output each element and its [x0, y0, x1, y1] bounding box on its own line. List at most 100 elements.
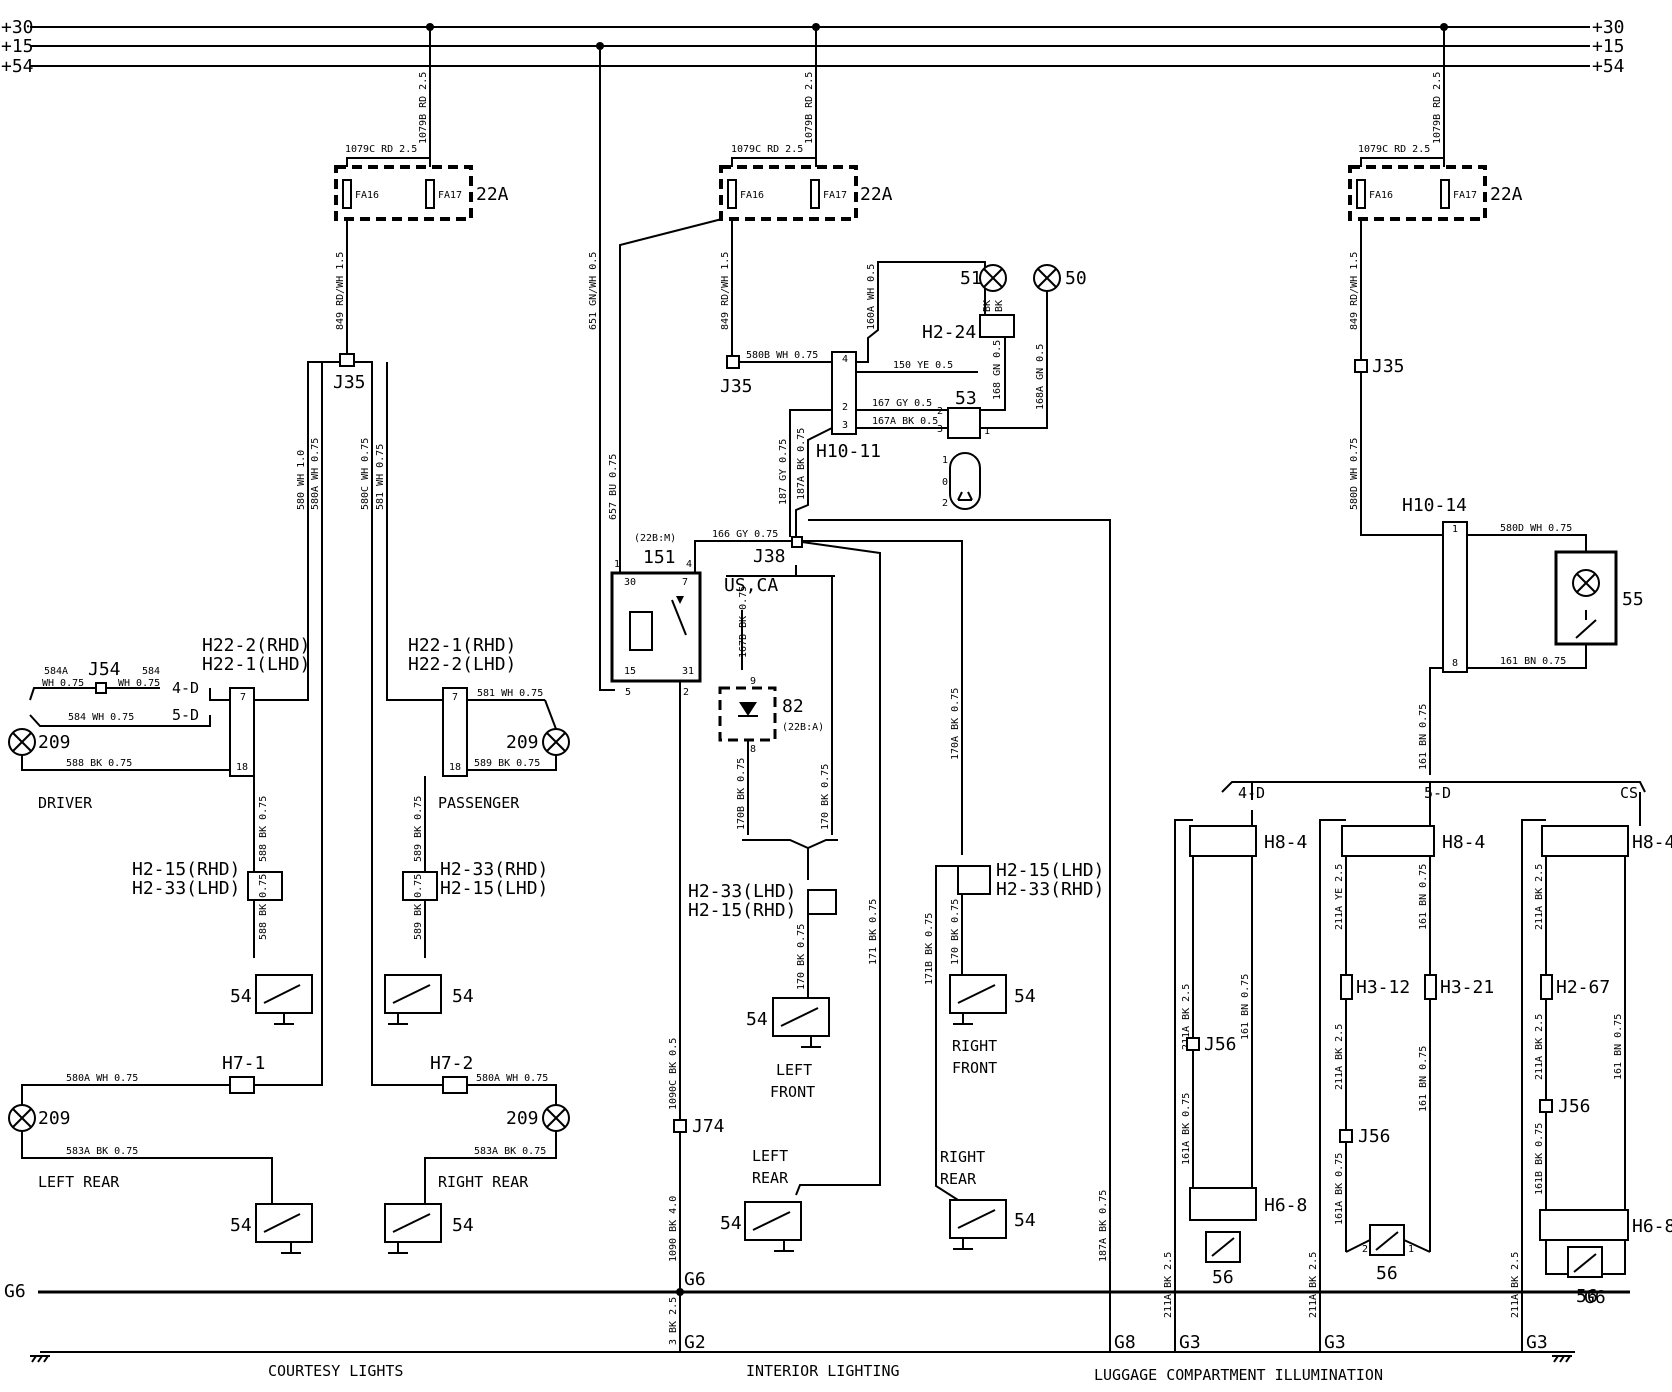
- wire-161a: 161A BK 0.75: [1334, 1153, 1345, 1225]
- wire-161-bn: 161 BN 0.75: [1418, 864, 1429, 930]
- door-switch-icon: [384, 1203, 442, 1254]
- h2-24-label: H2-24: [922, 322, 976, 343]
- switch-53-label: 53: [955, 388, 977, 409]
- fuse-box-center: FA16 FA17 22A: [719, 165, 893, 221]
- h7-1-connector: [229, 1076, 255, 1094]
- wire-583a: 583A BK 0.75: [66, 1146, 138, 1157]
- h22-right-label-1: H22-1(RHD): [408, 635, 516, 656]
- pin-label: 2: [842, 402, 848, 413]
- wire-580c: 580C WH 0.75: [360, 438, 371, 510]
- pin-label: 2: [937, 406, 943, 417]
- wire-657: 657 BU 0.75: [608, 454, 619, 520]
- lamp-55-label: 55: [1622, 589, 1644, 610]
- rail-30-label-left: +30: [1, 17, 34, 38]
- h6-8-4d-connector: [1189, 1187, 1257, 1221]
- h2-15-connector: [957, 865, 991, 895]
- wire-211a-g3: 211A BK 2.5: [1308, 1252, 1319, 1318]
- wire-170: 170 BK 0.75: [950, 899, 961, 965]
- wire-849: 849 RD/WH 1.5: [720, 252, 731, 330]
- wire-160a: 160A WH 0.5: [866, 264, 877, 330]
- wire-1079b: 1079B RD 2.5: [1432, 72, 1443, 144]
- h2-33-rhd-label: H2-33(RHD): [440, 859, 548, 880]
- h10-11-connector: [831, 351, 857, 435]
- lamp-209-left-rear: 209: [38, 1108, 71, 1129]
- wire-166: 166 GY 0.75: [712, 529, 778, 540]
- pin-label: 0: [942, 477, 948, 488]
- g6-label-left: G6: [4, 1281, 26, 1302]
- left-rear-label-2: REAR: [752, 1169, 789, 1187]
- h3-12-connector: [1340, 974, 1353, 1000]
- pin-label: 7: [240, 692, 246, 703]
- driver-label: DRIVER: [38, 794, 93, 812]
- fuse-box-right: FA16 FA17 22A: [1348, 165, 1523, 221]
- j35-connector-icon: [726, 355, 740, 369]
- lamp-icon: [8, 1104, 36, 1132]
- wire-583a: 583A BK 0.75: [474, 1146, 546, 1157]
- pin-label: 3: [842, 420, 848, 431]
- wire-584-size: WH 0.75: [118, 678, 160, 689]
- wire-187a: 187A BK 0.75: [796, 428, 807, 500]
- g3-label-3: G3: [1526, 1332, 1548, 1353]
- g6-junction-label: G6: [684, 1269, 706, 1290]
- wire-167b: 167B BK 0.75: [738, 586, 749, 658]
- wire-161-bn: 161 BN 0.75: [1613, 1014, 1624, 1080]
- switch-56-4d-label: 56: [1212, 1267, 1234, 1288]
- door-switch-icon: [949, 1199, 1007, 1250]
- section-courtesy-lights: COURTESY LIGHTS: [268, 1362, 403, 1380]
- h8-4-4d-label: H8-4: [1264, 832, 1307, 853]
- variant-5d: 5-D: [172, 706, 199, 724]
- switch-54-passenger: 54: [452, 986, 474, 1007]
- wire-211a: 211A BK 2.5: [1534, 1014, 1545, 1080]
- h3-21-connector: [1424, 974, 1437, 1000]
- pin-label: 5: [625, 687, 631, 698]
- pin-label: 2: [1362, 1244, 1368, 1255]
- pin-label: 1: [614, 559, 620, 570]
- j56-connector-icon: [1186, 1037, 1200, 1051]
- wire-168a: 168A GN 0.5: [1035, 344, 1046, 410]
- h22-right-connector: [442, 687, 468, 777]
- pin-label: 8: [750, 744, 756, 755]
- wire-1079c: 1079C RD 2.5: [1358, 144, 1430, 155]
- lamp-50-label: 50: [1065, 268, 1087, 289]
- pin-label: 1: [984, 426, 990, 437]
- wire-580b: 580B WH 0.75: [746, 350, 818, 361]
- h2-33-rhd-label: H2-33(RHD): [996, 879, 1104, 900]
- h8-4-5d-connector: [1341, 825, 1435, 857]
- pin-label: 2: [683, 687, 689, 698]
- wire-161b: 161B BK 0.75: [1534, 1123, 1545, 1195]
- pin-label: 1: [942, 455, 948, 466]
- wire-170: 170 BK 0.75: [796, 924, 807, 990]
- wire-588: 588 BK 0.75: [66, 758, 132, 769]
- rail-30-label-right: +30: [1592, 17, 1625, 38]
- diode-82-icon: [739, 702, 757, 716]
- lamp-51-label: 51: [960, 268, 982, 289]
- j38-label: J38: [753, 546, 786, 567]
- wire-187a-g8: 187A BK 0.75: [1098, 1190, 1109, 1262]
- j54-label: J54: [88, 659, 121, 680]
- wire-187: 187 GY 0.75: [778, 439, 789, 505]
- j56-label: J56: [1358, 1126, 1391, 1147]
- wire-211a-g3: 211A BK 2.5: [1510, 1252, 1521, 1318]
- g6-label-right: G6: [1584, 1287, 1606, 1308]
- left-rear-label-1: LEFT: [752, 1147, 788, 1165]
- j56-label: J56: [1558, 1096, 1591, 1117]
- switch-54-left-front: 54: [746, 1009, 768, 1030]
- fuse-id-label: 22A: [1490, 184, 1523, 205]
- ground-rails: G6 G6 COURTESY LIGHTS INTERIOR LIGHTING …: [4, 1281, 1630, 1384]
- wire-171: 171 BK 0.75: [868, 899, 879, 965]
- j74-connector-icon: [673, 1119, 687, 1133]
- relay-coil-icon: [629, 611, 653, 651]
- pin-label: 7: [452, 692, 458, 703]
- lamp-icon: [8, 728, 36, 756]
- h6-8-cs-label: H6-8: [1632, 1216, 1672, 1237]
- lamp-icon: [542, 728, 570, 756]
- pin-label: 31: [682, 666, 694, 677]
- wire-580: 580 WH 1.0: [296, 450, 307, 510]
- switch-53: [947, 407, 981, 439]
- pin-label: 1: [1408, 1244, 1414, 1255]
- h2-33-lhd-label: H2-33(LHD): [132, 878, 240, 899]
- h10-11-label: H10-11: [816, 441, 881, 462]
- door-switch-icon: [744, 1201, 802, 1252]
- wire-161a: 161A BK 0.75: [1181, 1093, 1192, 1165]
- door-switch-icon: [772, 997, 830, 1048]
